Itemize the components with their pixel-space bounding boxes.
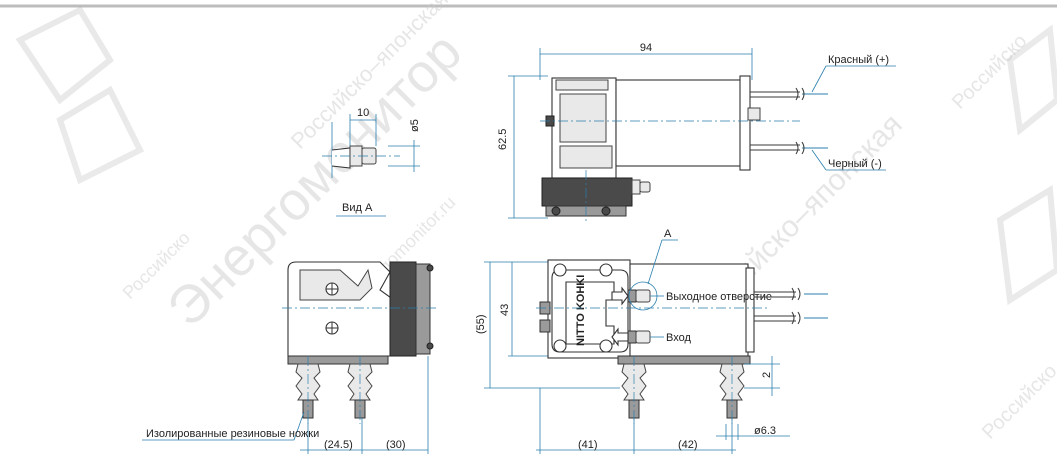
marker-a: A [664, 228, 672, 240]
view-a-label: Вид А [342, 202, 373, 214]
watermark-text-right-bottom: Российско [978, 360, 1057, 443]
dim-foot-diameter: ø6.3 [754, 425, 776, 437]
inlet-label: Вход [666, 332, 691, 344]
black-wire-label: Черный (-) [828, 158, 882, 170]
watermark-text-right: Российско [948, 30, 1031, 113]
dim-tube-diameter: ø5 [409, 119, 421, 132]
dim-tube-length: 10 [357, 107, 369, 119]
dim-height-total: (55) [475, 314, 487, 334]
dim-height-front: 43 [499, 304, 511, 316]
dim-base-left-2: (30) [386, 439, 406, 451]
feet-label: Изолированные резиновые ножки [146, 428, 319, 440]
outlet-label: Выходное отверстие [666, 291, 772, 303]
dim-base-right-1: (41) [578, 439, 598, 451]
dim-base-right-2: (42) [678, 439, 698, 451]
dim-base-left-1: (24.5) [324, 439, 353, 451]
front-view: 43 (55) NITTO KOHKI A Выходное отверстие [475, 228, 828, 454]
watermark-group: Российско–японская www.energomonitor.ru … [15, 0, 1057, 444]
side-view: (24.5) (30) Изолированные резиновые ножк… [142, 261, 436, 454]
view-a-detail: 10 ø5 Вид А [322, 107, 421, 217]
red-wire-label: Красный (+) [828, 54, 889, 66]
brand-label: NITTO KOHKI [575, 275, 587, 346]
dim-height-top: 62.5 [497, 129, 509, 150]
top-view: 94 62.5 Красный [497, 42, 896, 222]
watermark-logo-right [996, 24, 1057, 306]
dim-width-top: 94 [640, 42, 652, 54]
watermark-logo-left [15, 6, 145, 185]
dim-foot-height: 2 [761, 372, 773, 378]
